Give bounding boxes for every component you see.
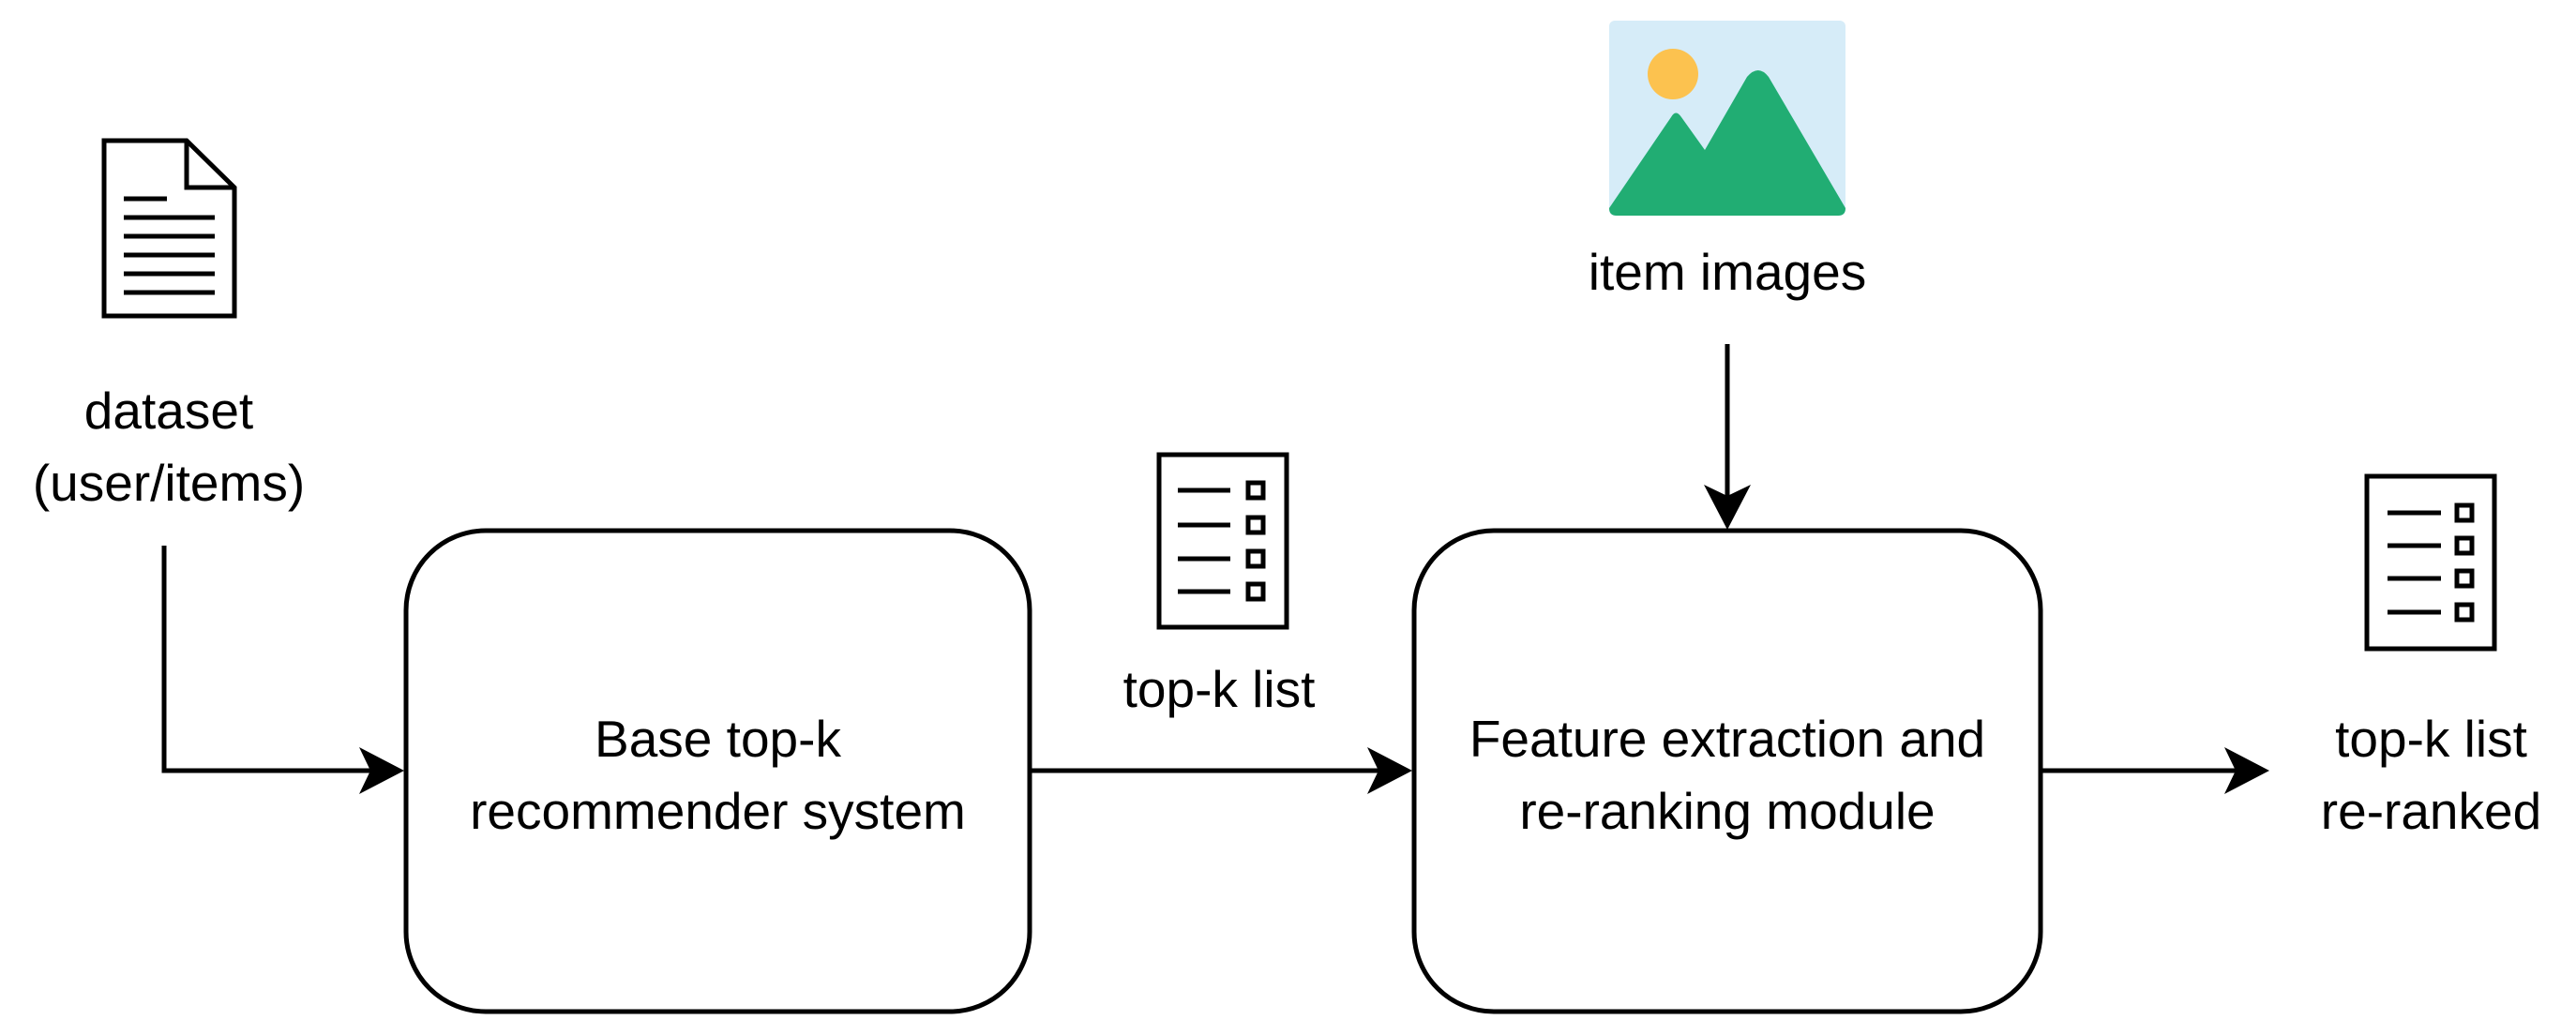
dataset-label: dataset (user/items) (0, 375, 338, 519)
arrow-feature-to-output (2041, 747, 2269, 794)
item-images-label: item images (1540, 236, 1915, 308)
dataset-label-line1: dataset (83, 382, 254, 440)
feature-module-label: Feature extraction and re-ranking module (1414, 703, 2041, 848)
checklist-icon (1156, 452, 1289, 630)
image-icon (1609, 21, 1845, 216)
feature-module-label-line1: Feature extraction and (1469, 710, 1986, 768)
base-recommender-label-line2: recommender system (470, 782, 966, 840)
reranked-label: top-k list re-ranked (2288, 703, 2574, 848)
base-recommender-label: Base top-k recommender system (406, 703, 1030, 848)
arrow-base-to-feature (1030, 747, 1412, 794)
base-recommender-label-line1: Base top-k (595, 710, 841, 768)
arrow-images-to-feature (1704, 344, 1751, 530)
document-icon (101, 138, 237, 319)
reranked-label-line2: re-ranked (2320, 782, 2542, 840)
item-images-label-text: item images (1588, 243, 1867, 301)
feature-module-label-line2: re-ranking module (1519, 782, 1936, 840)
dataset-label-line2: (user/items) (32, 454, 306, 512)
top-k-list-label: top-k list (1069, 653, 1369, 726)
arrow-dataset-to-base (161, 546, 404, 794)
reranked-label-line1: top-k list (2335, 710, 2527, 768)
checklist-icon (2364, 473, 2497, 652)
top-k-list-label-text: top-k list (1122, 660, 1316, 718)
